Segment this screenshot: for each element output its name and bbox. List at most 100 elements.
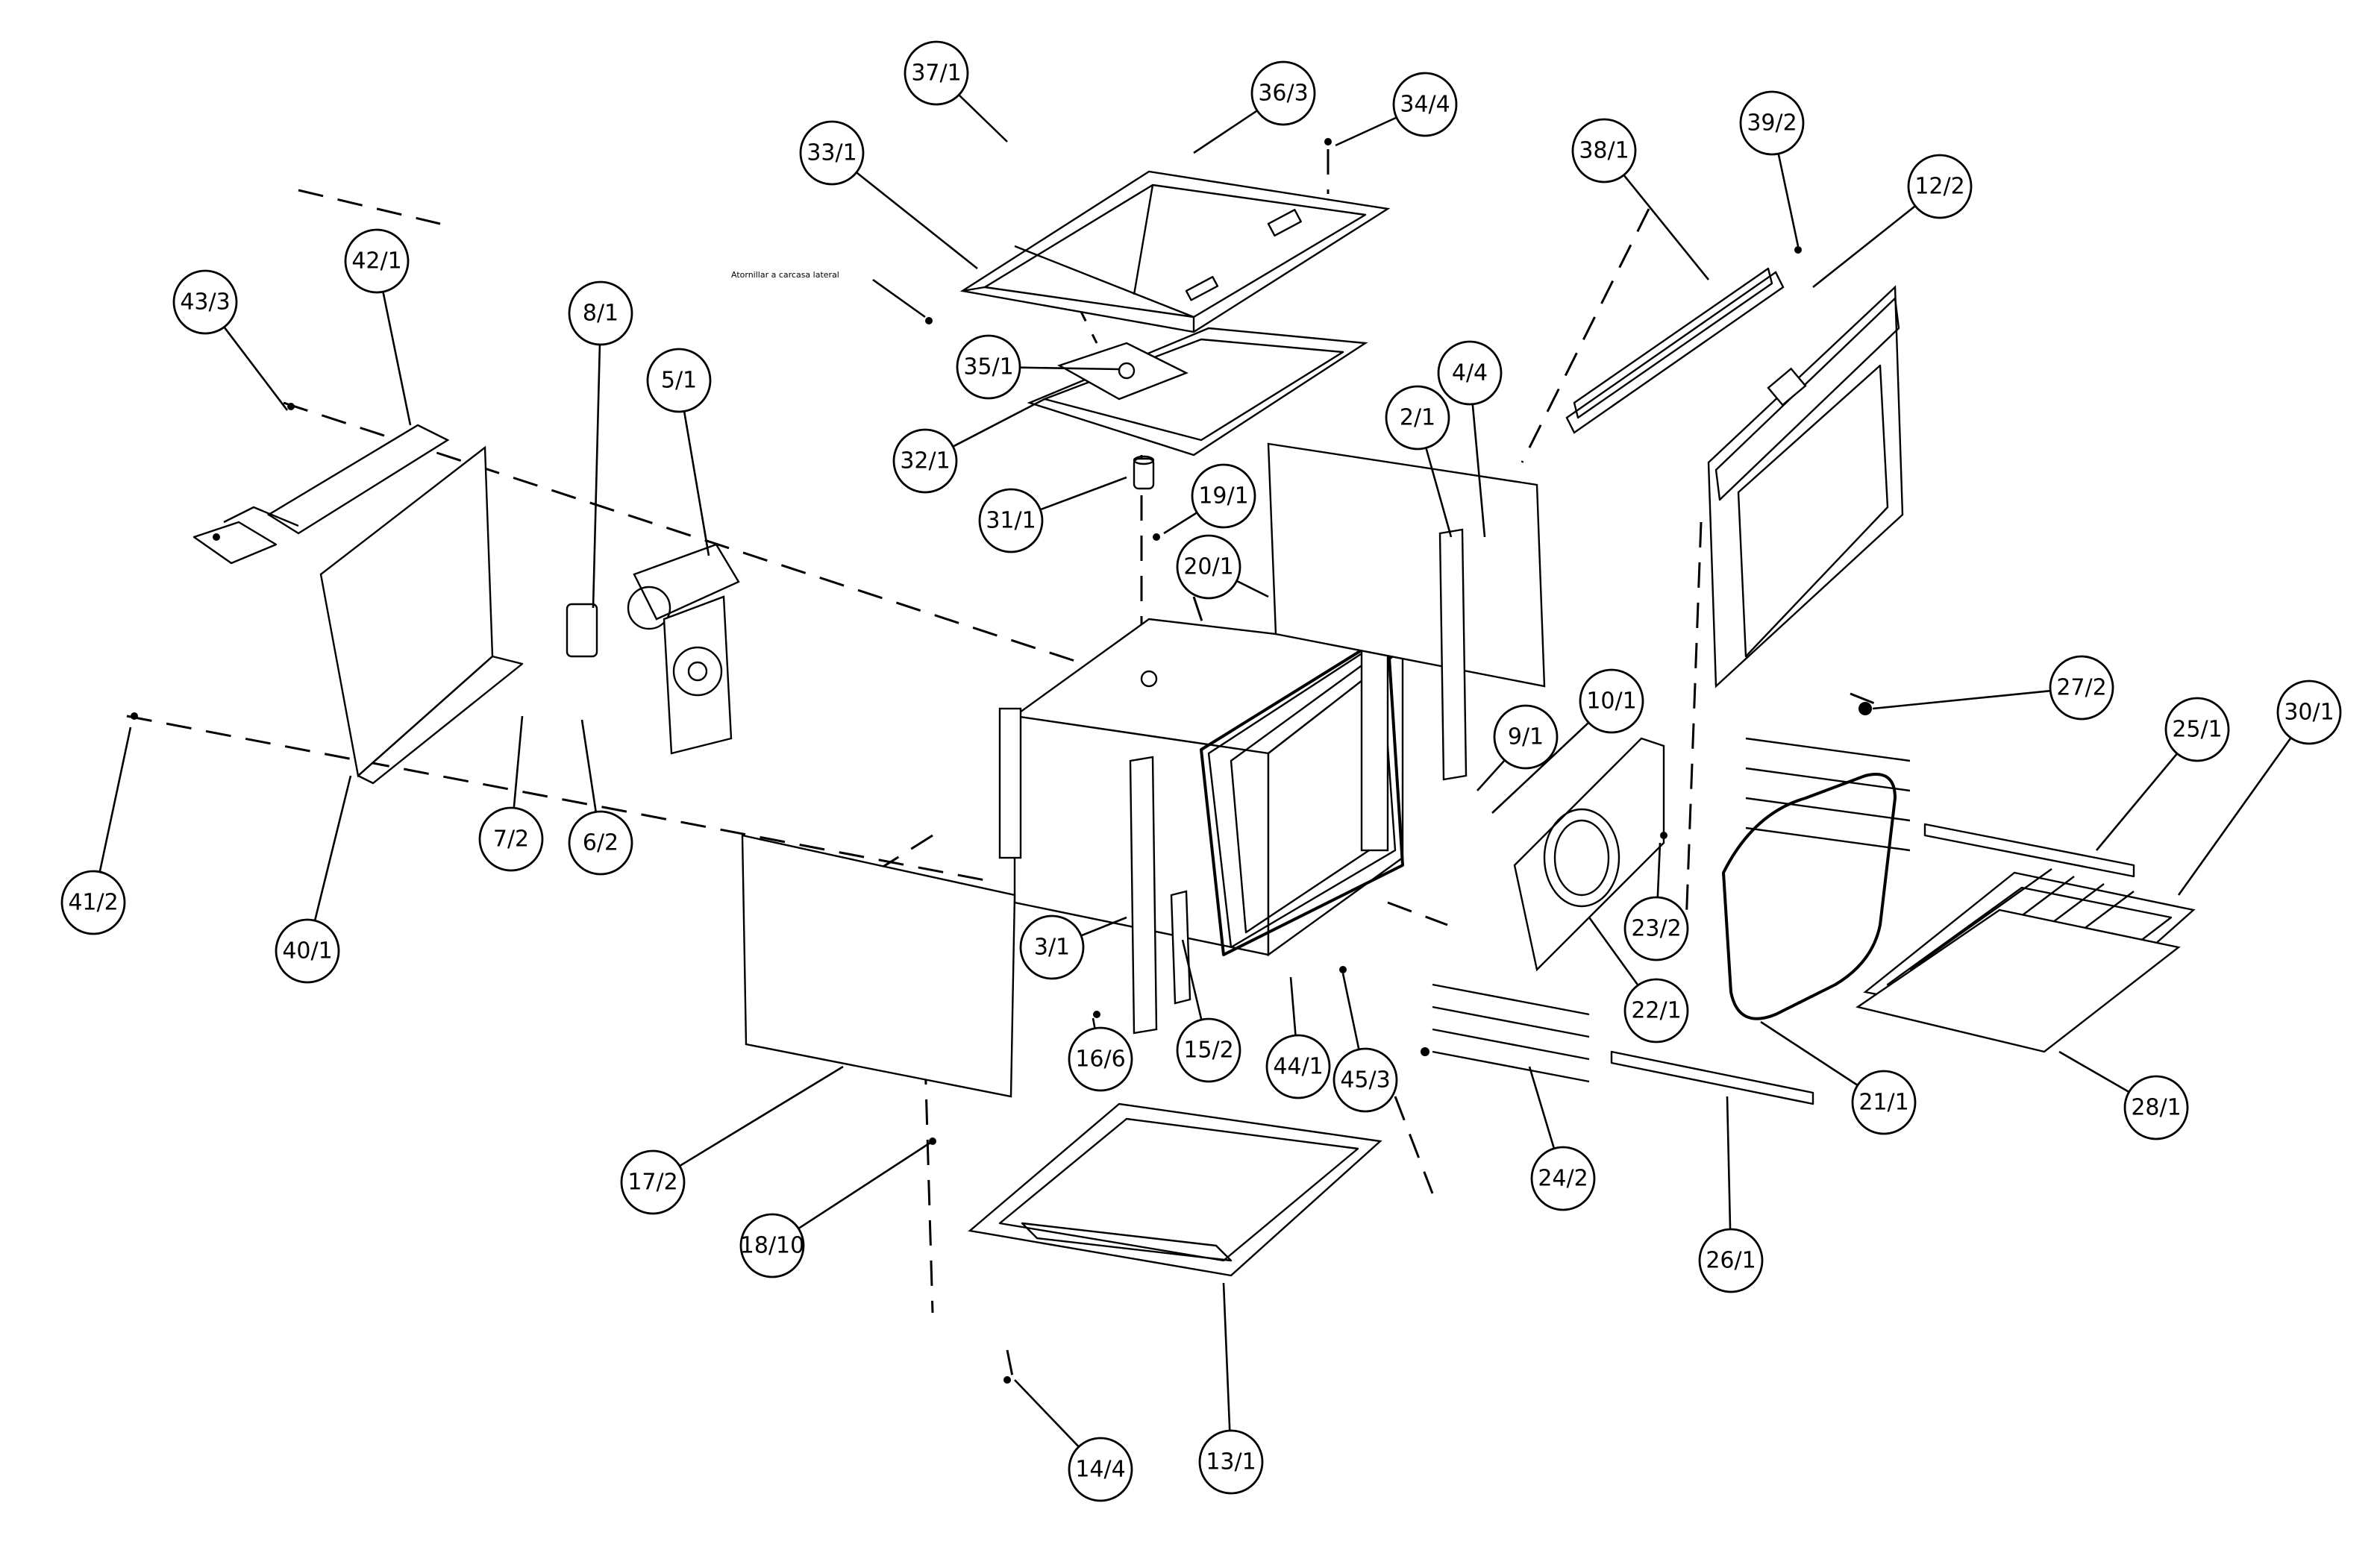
callout-bubble <box>172 269 238 335</box>
callout-p11: 5/1 <box>646 348 712 556</box>
callout-bubble <box>2049 655 2114 721</box>
callout-p1: 37/1 <box>904 40 1008 142</box>
callout-leader <box>1341 973 1360 1050</box>
callout-p38: 18/10 <box>739 1140 933 1278</box>
callout-p33: 23/2 <box>1623 842 1689 961</box>
callout-bubble <box>1530 1146 1596 1211</box>
callout-leader <box>382 291 412 426</box>
callout-p27: 6/2 <box>568 719 633 876</box>
part-number-label: 28/1 <box>2131 1095 2181 1121</box>
callout-bubble <box>1739 90 1805 156</box>
part-number-label: 30/1 <box>2284 700 2334 726</box>
callout-leader <box>856 172 978 270</box>
callout-leader <box>1014 1379 1080 1448</box>
back-panel <box>1267 442 1546 688</box>
part-number-label: 21/1 <box>1858 1090 1908 1116</box>
callout-p40: 26/1 <box>1698 1096 1764 1293</box>
callout-bubble <box>1437 340 1503 406</box>
callout-leader <box>513 715 524 809</box>
part-number-label: 12/2 <box>1914 174 1964 200</box>
callout-p42: 14/4 <box>1014 1379 1133 1502</box>
callout-bubble <box>1623 978 1689 1044</box>
callout-bubble <box>1851 1070 1917 1135</box>
callout-leader <box>1760 1020 1858 1087</box>
callout-leader <box>1163 512 1198 535</box>
callout-bubble <box>60 870 126 935</box>
callout-bubble <box>1176 534 1241 600</box>
callout-p39: 24/2 <box>1528 1066 1596 1211</box>
part-number-label: 4/4 <box>1452 360 1488 386</box>
callout-bubble <box>1392 72 1458 137</box>
callout-leader <box>1777 153 1800 247</box>
part-number-label: 39/2 <box>1747 110 1797 136</box>
callout-bubble <box>904 40 969 106</box>
callout-p25: 40/1 <box>275 775 352 984</box>
callout-leader <box>1222 1282 1231 1431</box>
callout-p9: 43/3 <box>172 269 289 411</box>
fan-cover <box>1513 737 1665 972</box>
callout-bubble <box>646 348 712 413</box>
callout-p17: 2/1 <box>1385 385 1453 538</box>
callout-leader <box>1588 917 1639 986</box>
part-number-label: 6/2 <box>583 830 619 856</box>
callout-bubble <box>2276 680 2342 745</box>
callout-bubble <box>1333 1047 1398 1113</box>
callout-leader <box>1080 916 1127 937</box>
callout-p14: 31/1 <box>978 476 1127 553</box>
callout-bubble <box>344 228 410 294</box>
callout-bubble <box>1907 154 1973 219</box>
part-number-label: 13/1 <box>1206 1449 1256 1475</box>
callout-bubble <box>1198 1429 1264 1495</box>
part-number-label: 10/1 <box>1586 688 1636 715</box>
callout-leader <box>1181 939 1203 1020</box>
callout-bubble <box>1579 668 1644 734</box>
oven-cavity <box>998 618 1406 957</box>
callout-leader <box>1193 110 1258 154</box>
top-panel <box>959 170 1391 333</box>
callout-leader <box>1872 689 2051 710</box>
callout-leader <box>2096 753 2179 851</box>
part-number-label: 42/1 <box>351 248 401 274</box>
part-number-label: 26/1 <box>1706 1248 1756 1274</box>
part-number-label: 17/2 <box>627 1170 677 1196</box>
part-number-label: 22/1 <box>1631 998 1681 1024</box>
callout-p21: 27/2 <box>1872 655 2114 721</box>
callout-p15: 19/1 <box>1163 463 1256 535</box>
callout-p32: 45/3 <box>1333 973 1398 1113</box>
part-number-label: 8/1 <box>583 301 619 327</box>
part-number-label: 40/1 <box>282 938 332 964</box>
part-number-label: 24/2 <box>1538 1166 1588 1192</box>
callout-p35: 21/1 <box>1760 1020 1917 1135</box>
part-number-label: 7/2 <box>493 826 529 853</box>
callout-leader <box>1623 174 1710 280</box>
callout-bubble <box>956 334 1021 400</box>
knob-part <box>1133 455 1155 490</box>
callout-leader <box>1812 205 1916 289</box>
callout-p20: 9/1 <box>1476 704 1559 791</box>
part-number-label: 23/2 <box>1631 916 1681 942</box>
callout-leader <box>1471 404 1486 538</box>
part-number-label: 31/1 <box>986 508 1036 534</box>
callout-leader <box>313 775 352 921</box>
callout-bubble <box>1265 1034 1331 1099</box>
callout-p7: 12/2 <box>1812 154 1973 289</box>
part-number-label: 27/2 <box>2056 675 2106 701</box>
callout-bubble <box>799 120 865 186</box>
part-number-label: 2/1 <box>1400 405 1435 431</box>
callout-leader <box>683 411 710 556</box>
callout-bubble <box>1068 1437 1133 1502</box>
callout-leader <box>1236 580 1269 598</box>
callout-p13: 32/1 <box>892 398 1045 494</box>
callout-p26: 7/2 <box>478 715 544 872</box>
assembly-note: Atornillar a carcasa lateral <box>731 270 839 280</box>
top-rail <box>1565 267 1785 434</box>
part-number-label: 33/1 <box>807 140 857 166</box>
callout-leader <box>1092 1017 1096 1029</box>
callout-bubble <box>1191 463 1256 529</box>
callout-bubble <box>2123 1075 2189 1140</box>
callout-p6: 39/2 <box>1739 90 1805 247</box>
callout-bubble <box>892 428 958 494</box>
callout-leader <box>592 344 601 609</box>
callout-bubble <box>1698 1228 1764 1293</box>
